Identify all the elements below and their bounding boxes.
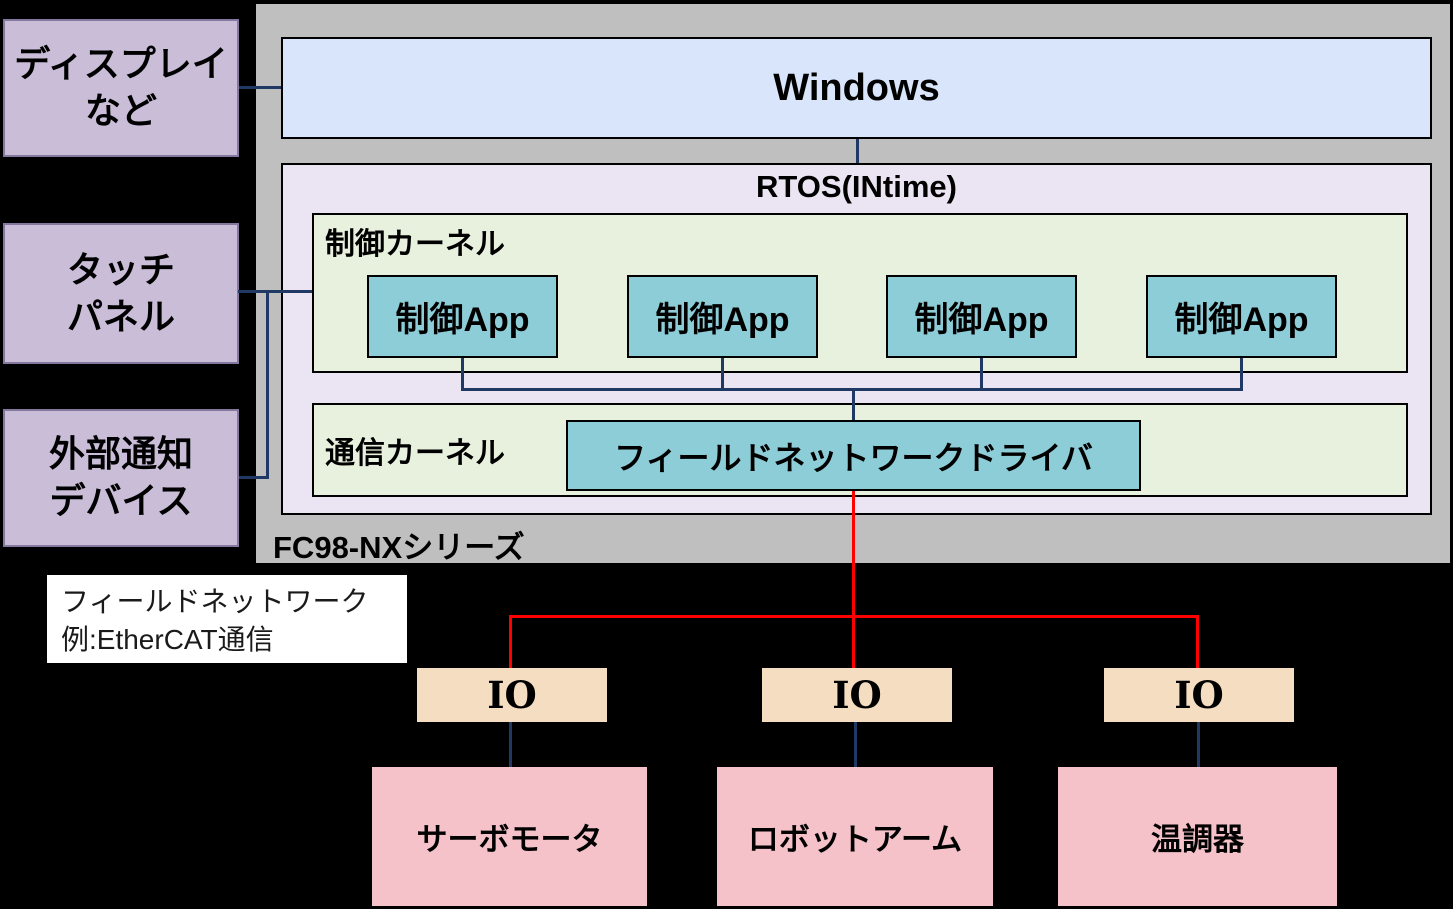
connector-app2-drop xyxy=(721,358,724,391)
control-app-box-1: 制御App xyxy=(367,275,558,358)
windows-box: Windows xyxy=(281,37,1432,139)
io-label-2: IO xyxy=(832,673,882,717)
connector-bus-to-driver xyxy=(852,388,855,420)
io-box-1: IO xyxy=(417,668,607,722)
control-app-box-3: 制御App xyxy=(886,275,1077,358)
control-app-box-2: 制御App xyxy=(627,275,818,358)
field-network-driver-label: フィールドネットワークドライバ xyxy=(614,439,1093,476)
rtos-label: RTOS(INtime) xyxy=(756,169,957,204)
device-box-servo-motor: サーボモータ xyxy=(372,767,647,906)
connector-touch-to-kernel xyxy=(238,290,312,293)
connector-display-to-windows xyxy=(239,86,281,89)
windows-label: Windows xyxy=(773,66,940,109)
fieldnet-line-right-drop xyxy=(1196,615,1199,668)
external-notify-device-box: 外部通知 デバイス xyxy=(3,409,239,547)
connector-io1-to-device xyxy=(509,722,512,767)
touch-panel-box: タッチ パネル xyxy=(3,223,239,364)
fieldnet-line-driver-drop xyxy=(852,491,855,668)
fc98-series-label: FC98-NXシリーズ xyxy=(273,530,525,565)
io-label-3: IO xyxy=(1174,673,1224,717)
control-app-label-4: 制御App xyxy=(1174,301,1309,339)
io-box-2: IO xyxy=(762,668,952,722)
display-label: ディスプレイ など xyxy=(14,43,228,131)
connector-app1-drop xyxy=(461,358,464,391)
device-label-robot-arm: ロボットアーム xyxy=(747,822,963,857)
fieldnet-line-bus xyxy=(509,615,1199,618)
connector-windows-to-rtos xyxy=(856,139,859,163)
touch-panel-label: タッチ パネル xyxy=(66,248,175,337)
field-network-note-box: フィールドネットワーク 例:EtherCAT通信 xyxy=(47,575,407,663)
fieldnet-line-left-drop xyxy=(509,615,512,668)
comm-kernel-label: 通信カーネル xyxy=(325,437,505,470)
device-box-temp-controller: 温調器 xyxy=(1058,767,1337,906)
control-app-label-2: 制御App xyxy=(655,301,790,339)
connector-app3-drop xyxy=(980,358,983,391)
external-notify-device-label: 外部通知 デバイス xyxy=(48,433,193,521)
connector-app4-drop xyxy=(1240,358,1243,391)
connector-notify-horizontal xyxy=(239,476,269,479)
device-box-robot-arm: ロボットアーム xyxy=(717,767,993,906)
display-box: ディスプレイ など xyxy=(3,19,239,157)
connector-io2-to-device xyxy=(854,722,857,767)
field-network-note-line2: 例:EtherCAT通信 xyxy=(61,623,274,655)
io-box-3: IO xyxy=(1104,668,1294,722)
control-app-box-4: 制御App xyxy=(1146,275,1337,358)
control-kernel-label: 制御カーネル xyxy=(325,228,505,261)
control-app-label-1: 制御App xyxy=(395,301,530,339)
device-label-servo-motor: サーボモータ xyxy=(416,822,603,857)
connector-io3-to-device xyxy=(1197,722,1200,767)
field-network-note-line1: フィールドネットワーク xyxy=(61,586,369,617)
device-label-temp-controller: 温調器 xyxy=(1151,822,1244,857)
connector-notify-vertical xyxy=(266,290,269,479)
io-label-1: IO xyxy=(487,673,537,717)
control-app-label-3: 制御App xyxy=(914,301,1049,339)
field-network-driver-box: フィールドネットワークドライバ xyxy=(566,420,1141,491)
